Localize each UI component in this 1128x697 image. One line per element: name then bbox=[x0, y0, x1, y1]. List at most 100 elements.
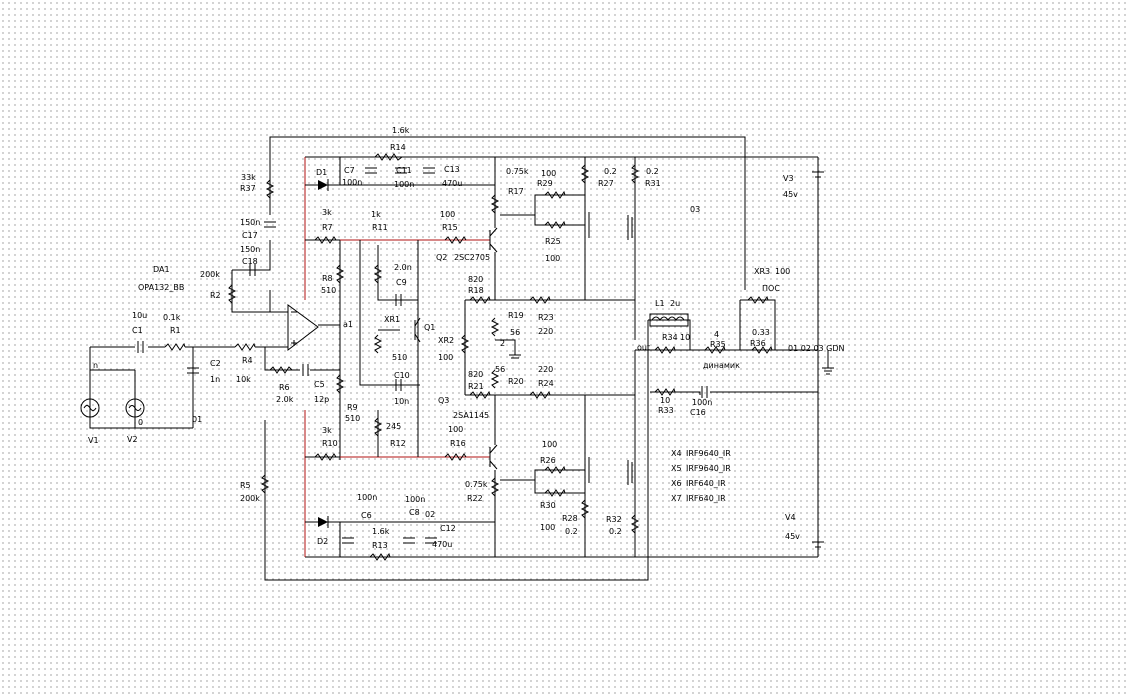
label-10-a: 10 bbox=[680, 333, 690, 342]
label-2u: 2u bbox=[670, 299, 680, 308]
label-c8: C8 bbox=[409, 508, 420, 517]
label-1-6k: 1.6k bbox=[392, 126, 410, 135]
resistor-r11 bbox=[373, 264, 383, 284]
resistor-r29 bbox=[544, 190, 566, 199]
label-03: 03 bbox=[690, 205, 700, 214]
label-q3: Q3 bbox=[438, 396, 449, 405]
label-02-b: 0.2 bbox=[646, 167, 659, 176]
label-r15: R15 bbox=[442, 223, 458, 232]
resistor-r5 bbox=[260, 474, 270, 494]
label-r10: R10 bbox=[322, 439, 338, 448]
capacitor-c1 bbox=[137, 341, 144, 353]
label-56-a: 56 bbox=[510, 328, 520, 337]
label-r33: R33 bbox=[658, 406, 674, 415]
label-r34: R34 bbox=[662, 333, 678, 342]
label-02-a: 0.2 bbox=[604, 167, 617, 176]
label-10u: 10u bbox=[132, 311, 147, 320]
resistor-r13 bbox=[369, 552, 391, 561]
label-r21: R21 bbox=[468, 382, 484, 391]
label-r4: R4 bbox=[242, 356, 253, 365]
label-r19: R19 bbox=[508, 311, 524, 320]
label-820-a: 820 bbox=[468, 275, 483, 284]
label-x6: X6 bbox=[671, 479, 682, 488]
resistor-r26 bbox=[544, 465, 566, 474]
label-r23: R23 bbox=[538, 313, 554, 322]
label-c7: C7 bbox=[344, 166, 355, 175]
label-r2: R2 bbox=[210, 291, 221, 300]
label-820-b: 820 bbox=[468, 370, 483, 379]
label-opamp-part: OPA132_BB bbox=[138, 283, 184, 292]
mosfet-x5 bbox=[627, 215, 633, 240]
resistor-r19 bbox=[490, 317, 500, 337]
label-out: out bbox=[637, 343, 650, 352]
label-x4-part: IRF9640_IR bbox=[686, 449, 731, 458]
label-c2: C2 bbox=[210, 359, 221, 368]
resistor-r22 bbox=[490, 477, 500, 497]
label-10k: 10k bbox=[236, 375, 251, 384]
label-10n: 10n bbox=[394, 397, 409, 406]
label-c6: C6 bbox=[361, 511, 372, 520]
resistor-r37 bbox=[265, 179, 275, 199]
ground-symbol-2 bbox=[509, 354, 521, 359]
label-100-e: 100 bbox=[545, 254, 560, 263]
resistor-r1 bbox=[164, 342, 186, 351]
label-2-0n: 2.0n bbox=[394, 263, 412, 272]
label-c13: C13 bbox=[444, 165, 460, 174]
label-r31: R31 bbox=[645, 179, 661, 188]
capacitor-c9 bbox=[395, 294, 402, 306]
label-1k: 1k bbox=[371, 210, 381, 219]
label-q3-part: 2SA1145 bbox=[453, 411, 489, 420]
resistor-r32 bbox=[630, 514, 640, 534]
label-x7-part: IRF640_IR bbox=[686, 494, 726, 503]
label-r37: R37 bbox=[240, 184, 256, 193]
resistor-r6 bbox=[269, 366, 293, 374]
label-r28: R28 bbox=[562, 514, 578, 523]
label-v2: V2 bbox=[127, 435, 138, 444]
label-c18: C18 bbox=[242, 257, 258, 266]
label-r16: R16 bbox=[450, 439, 466, 448]
label-r1: R1 bbox=[170, 326, 181, 335]
label-r29: R29 bbox=[537, 179, 553, 188]
resistor-r2 bbox=[227, 284, 237, 304]
label-r13: R13 bbox=[372, 541, 388, 550]
label-a1: a1 bbox=[343, 320, 353, 329]
label-01-in: 01 bbox=[192, 415, 202, 424]
label-r22: R22 bbox=[467, 494, 483, 503]
label-3k-b: 3k bbox=[322, 426, 332, 435]
label-r32: R32 bbox=[606, 515, 622, 524]
inductor-l1 bbox=[649, 313, 689, 327]
label-2-0k: 2.0k bbox=[276, 395, 294, 404]
labels: 1.6k R14 C7 100n C11 100n C13 470u D1 33… bbox=[88, 126, 845, 550]
label-q1: Q1 bbox=[424, 323, 435, 332]
resistor-r14 bbox=[374, 153, 403, 161]
label-x5-part: IRF9640_IR bbox=[686, 464, 731, 473]
ground-symbol bbox=[822, 367, 834, 375]
label-1n: 1n bbox=[210, 375, 220, 384]
transistor-q3 bbox=[489, 444, 498, 470]
capacitor-c6 bbox=[342, 537, 354, 544]
label-4: 4 bbox=[714, 330, 719, 339]
resistor-r17 bbox=[490, 194, 500, 214]
label-c17: C17 bbox=[242, 231, 258, 240]
label-100-xr3: 100 bbox=[775, 267, 790, 276]
label-200k-b: 200k bbox=[240, 494, 260, 503]
label-c12: C12 bbox=[440, 524, 456, 533]
label-3k-a: 3k bbox=[322, 208, 332, 217]
label-x7: X7 bbox=[671, 494, 682, 503]
mosfet-x7 bbox=[627, 460, 633, 485]
label-c16: C16 bbox=[690, 408, 706, 417]
label-xr3: XR3 bbox=[754, 267, 770, 276]
potentiometer-xr1 bbox=[373, 334, 383, 354]
label-1-6k-b: 1.6k bbox=[372, 527, 390, 536]
label-c7-value: 100n bbox=[342, 178, 362, 187]
label-d1: D1 bbox=[316, 168, 327, 177]
label-10-b: 10 bbox=[660, 396, 670, 405]
diode-d1 bbox=[318, 179, 329, 191]
wires bbox=[89, 136, 829, 581]
label-c11-value: 100n bbox=[394, 180, 414, 189]
label-510-b: 510 bbox=[345, 414, 360, 423]
label-510-c: 510 bbox=[392, 353, 407, 362]
label-v4: V4 bbox=[785, 513, 796, 522]
label-02-d: 0.2 bbox=[609, 527, 622, 536]
battery-v4 bbox=[812, 541, 824, 548]
